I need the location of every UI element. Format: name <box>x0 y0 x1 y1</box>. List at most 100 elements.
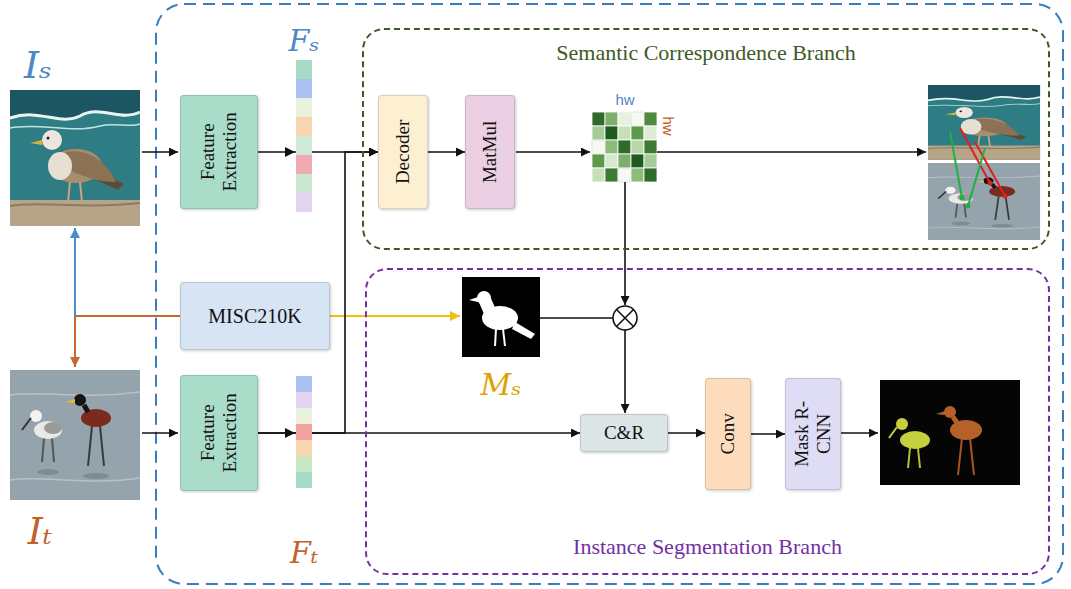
module-box: Feature Extraction <box>180 95 258 209</box>
dimension-label: hw <box>615 92 634 109</box>
source-mask-part <box>462 277 540 357</box>
source-feature-vector-part <box>296 155 312 174</box>
target-feature-vector-part <box>296 392 312 408</box>
layout-wires-part <box>74 228 76 316</box>
target-photo-part <box>52 438 54 462</box>
target-photo-part <box>100 426 104 466</box>
symbol-label: Fₜ <box>290 536 318 569</box>
source-feature-vector-part <box>285 147 295 157</box>
module-label: MatMul <box>479 102 501 202</box>
source-mask-part <box>477 291 491 305</box>
correlation-matrix-part <box>644 126 657 140</box>
module-label: Feature Extraction <box>197 385 241 481</box>
label-anchor: Iₛ <box>24 45 52 87</box>
source-photo-part <box>10 203 140 206</box>
flow-arrow <box>428 151 465 153</box>
segmentation-result-part <box>918 448 920 468</box>
target-photo-part <box>88 426 92 466</box>
module-label: Feature Extraction <box>197 104 241 200</box>
correlation-matrix-part <box>631 140 644 154</box>
label-anchor: hw <box>660 116 677 135</box>
segmentation-result <box>880 380 1020 485</box>
label-anchor: Mₛ <box>481 368 522 401</box>
layout-wires-part <box>540 317 613 319</box>
branch-title: Semantic Correspondence Branch <box>556 40 855 65</box>
layout-wires-part <box>142 151 178 153</box>
target-photo-part <box>10 392 140 395</box>
source-photo-part <box>66 151 116 182</box>
correlation-matrix-part <box>644 140 657 154</box>
source-photo-part <box>30 140 42 145</box>
source-mask <box>462 277 540 357</box>
symbol-label: Mₛ <box>481 368 522 401</box>
correlation-matrix-part <box>605 112 618 126</box>
flow-arrow <box>668 432 705 434</box>
correlation-matrix <box>592 112 657 182</box>
correlation-matrix-part <box>618 140 631 154</box>
source-mask-part <box>469 297 478 302</box>
segmentation-result-part <box>944 406 956 418</box>
module-box: Feature Extraction <box>180 375 258 491</box>
module-label: Decoder <box>392 102 414 202</box>
target-feature-vector-part <box>296 376 312 392</box>
target-photo-part <box>10 478 140 481</box>
segmentation-result-part <box>900 431 930 449</box>
target-feature-vector-part <box>296 456 312 472</box>
source-photo <box>10 90 140 226</box>
correspondence-result <box>928 85 1040 240</box>
correlation-matrix-part <box>618 126 631 140</box>
target-photo-part <box>66 399 75 403</box>
source-photo-part <box>10 124 140 129</box>
correlation-matrix-part <box>644 154 657 168</box>
segmentation-result-part <box>958 438 962 475</box>
correlation-matrix-part <box>605 154 618 168</box>
target-feature-vector <box>285 376 312 488</box>
segmentation-result-part <box>936 411 945 415</box>
correlation-matrix-part <box>605 168 618 182</box>
target-feature-vector-part <box>296 472 312 488</box>
layout-wires-part <box>516 151 590 153</box>
correlation-matrix-part <box>618 154 631 168</box>
target-photo <box>10 370 140 500</box>
branch-region: Semantic Correspondence BranchDecoder Mat… <box>362 28 1050 250</box>
flow-arrow <box>751 433 785 435</box>
target-photo-part <box>34 421 62 439</box>
correlation-matrix-part <box>592 154 605 168</box>
label-anchor: Iₜ <box>28 511 52 553</box>
target-photo-part <box>84 405 88 412</box>
target-photo-part <box>83 473 109 479</box>
segmentation-result-part <box>896 418 908 430</box>
label-anchor: Fₜ <box>290 536 318 569</box>
symbol-label: Iₜ <box>28 511 52 553</box>
correlation-matrix-part <box>631 126 644 140</box>
layout-wires-part <box>624 182 626 305</box>
target-photo-part <box>22 418 31 430</box>
correlation-matrix-part <box>631 112 644 126</box>
correspondence-result-part <box>988 181 993 186</box>
correspondence-result-part <box>960 196 965 201</box>
module-box: MatMul <box>465 95 515 209</box>
target-photo-part <box>37 469 59 475</box>
segmentation-result-part <box>889 427 897 438</box>
source-mask-part <box>512 322 535 339</box>
segmentation-result-part <box>970 438 974 475</box>
layout-wires-part <box>142 432 178 434</box>
symbol-label: Fₛ <box>289 24 320 57</box>
target-photo-part <box>10 370 140 500</box>
module-label: Conv <box>717 384 739 484</box>
label-anchor: hw <box>615 92 634 109</box>
layout-wires-part <box>624 330 626 413</box>
layout-wires-part <box>330 315 460 317</box>
source-mask-part <box>495 329 496 346</box>
source-feature-vector-part <box>296 193 312 212</box>
module-label: MISC210K <box>208 305 301 328</box>
correlation-matrix-part <box>592 140 605 154</box>
symbol-label: Iₛ <box>24 45 52 87</box>
source-mask-part <box>503 329 505 346</box>
module-box: Decoder <box>378 95 428 209</box>
